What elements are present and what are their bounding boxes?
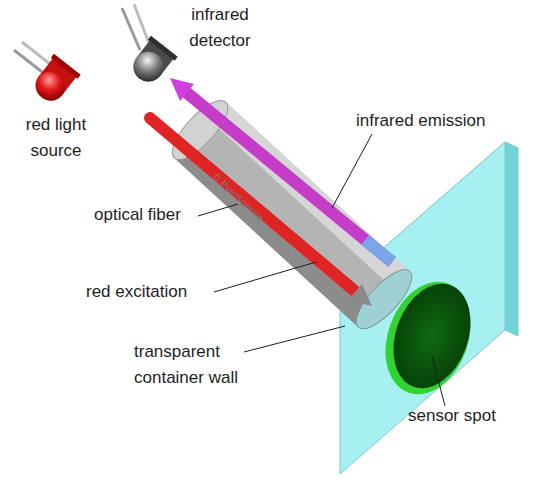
led-lens bbox=[30, 66, 71, 107]
part-label: red light source bbox=[14, 112, 98, 164]
part-label: infrared emission bbox=[356, 108, 526, 134]
part-label: transparent container wall bbox=[134, 339, 260, 391]
part-label: sensor spot bbox=[408, 403, 528, 429]
wall-side-face bbox=[505, 142, 518, 336]
detector-lead bbox=[134, 4, 150, 46]
leader-line bbox=[244, 326, 345, 352]
detector-lens bbox=[127, 46, 169, 88]
leader-line bbox=[198, 204, 238, 216]
leader-line bbox=[214, 262, 316, 292]
ir-detector bbox=[122, 4, 178, 89]
ir-beam-head bbox=[170, 78, 194, 101]
leader-line bbox=[432, 356, 445, 406]
part-label: infrared detector bbox=[178, 2, 262, 54]
red-beam-head bbox=[348, 284, 372, 306]
led-lead bbox=[22, 42, 50, 64]
part-label: optical fiber bbox=[94, 202, 224, 228]
ir-beam-tint bbox=[365, 240, 392, 262]
fiber-tip bbox=[348, 262, 420, 337]
red-led bbox=[14, 42, 81, 108]
leader-lines bbox=[198, 134, 445, 406]
part-label: red excitation bbox=[86, 279, 216, 305]
leader-line bbox=[332, 134, 372, 208]
infrared-emission-beam bbox=[170, 78, 392, 262]
